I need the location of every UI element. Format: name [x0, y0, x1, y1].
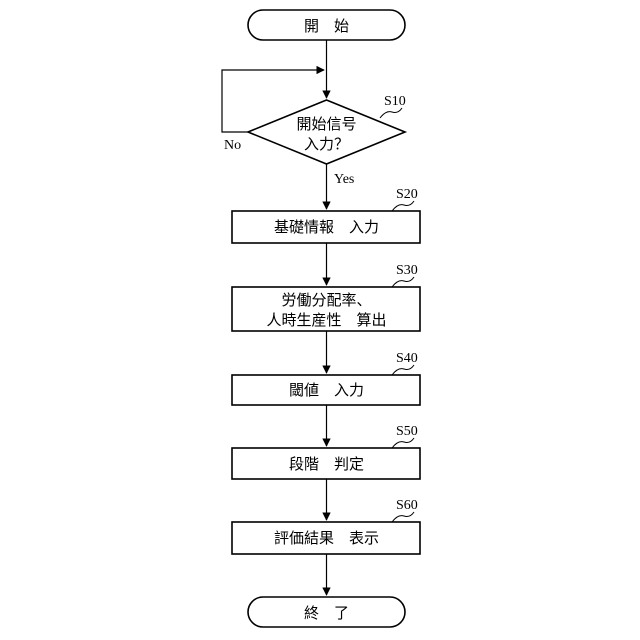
step-leader-s50 — [392, 438, 414, 448]
decision-line-1: 開始信号 — [296, 115, 356, 133]
start-terminal: 開 始 — [248, 10, 405, 40]
process-box-s40: 閾値 入力 — [232, 375, 420, 405]
step-label-s20: S20 — [396, 187, 418, 202]
process-label-s30-line-2: 人時生産性 算出 — [266, 311, 386, 329]
decision-start-signal: 開始信号 入力？ — [248, 100, 405, 164]
step-leader-s60 — [392, 512, 414, 522]
step-leader-s30 — [392, 277, 414, 287]
step-label-s50: S50 — [396, 424, 418, 439]
step-label-s40: S40 — [396, 351, 418, 366]
end-terminal: 終 了 — [248, 597, 405, 627]
process-label-s50: 段階 判定 — [289, 455, 364, 473]
process-label-s40: 閾値 入力 — [289, 381, 364, 399]
process-box-s50: 段階 判定 — [232, 448, 420, 479]
decision-line-2: 入力？ — [304, 135, 349, 153]
start-label: 開 始 — [304, 17, 349, 35]
end-label: 終 了 — [304, 604, 349, 622]
process-label-s20: 基礎情報 入力 — [274, 218, 379, 236]
step-label-s60: S60 — [396, 498, 418, 513]
no-label: No — [224, 138, 241, 153]
step-label-s10: S10 — [384, 94, 406, 109]
step-leader-s20 — [392, 201, 414, 211]
step-leader-s40 — [392, 365, 414, 375]
step-leader-s10 — [380, 108, 402, 118]
process-box-s60: 評価結果 表示 — [232, 522, 420, 554]
process-label-s60: 評価結果 表示 — [274, 529, 379, 547]
process-box-s20: 基礎情報 入力 — [232, 211, 420, 243]
step-label-s30: S30 — [396, 263, 418, 278]
yes-label: Yes — [334, 172, 354, 187]
process-label-s30-line-1: 労働分配率、 — [281, 291, 371, 309]
process-box-s30: 労働分配率、 人時生産性 算出 — [232, 287, 420, 331]
